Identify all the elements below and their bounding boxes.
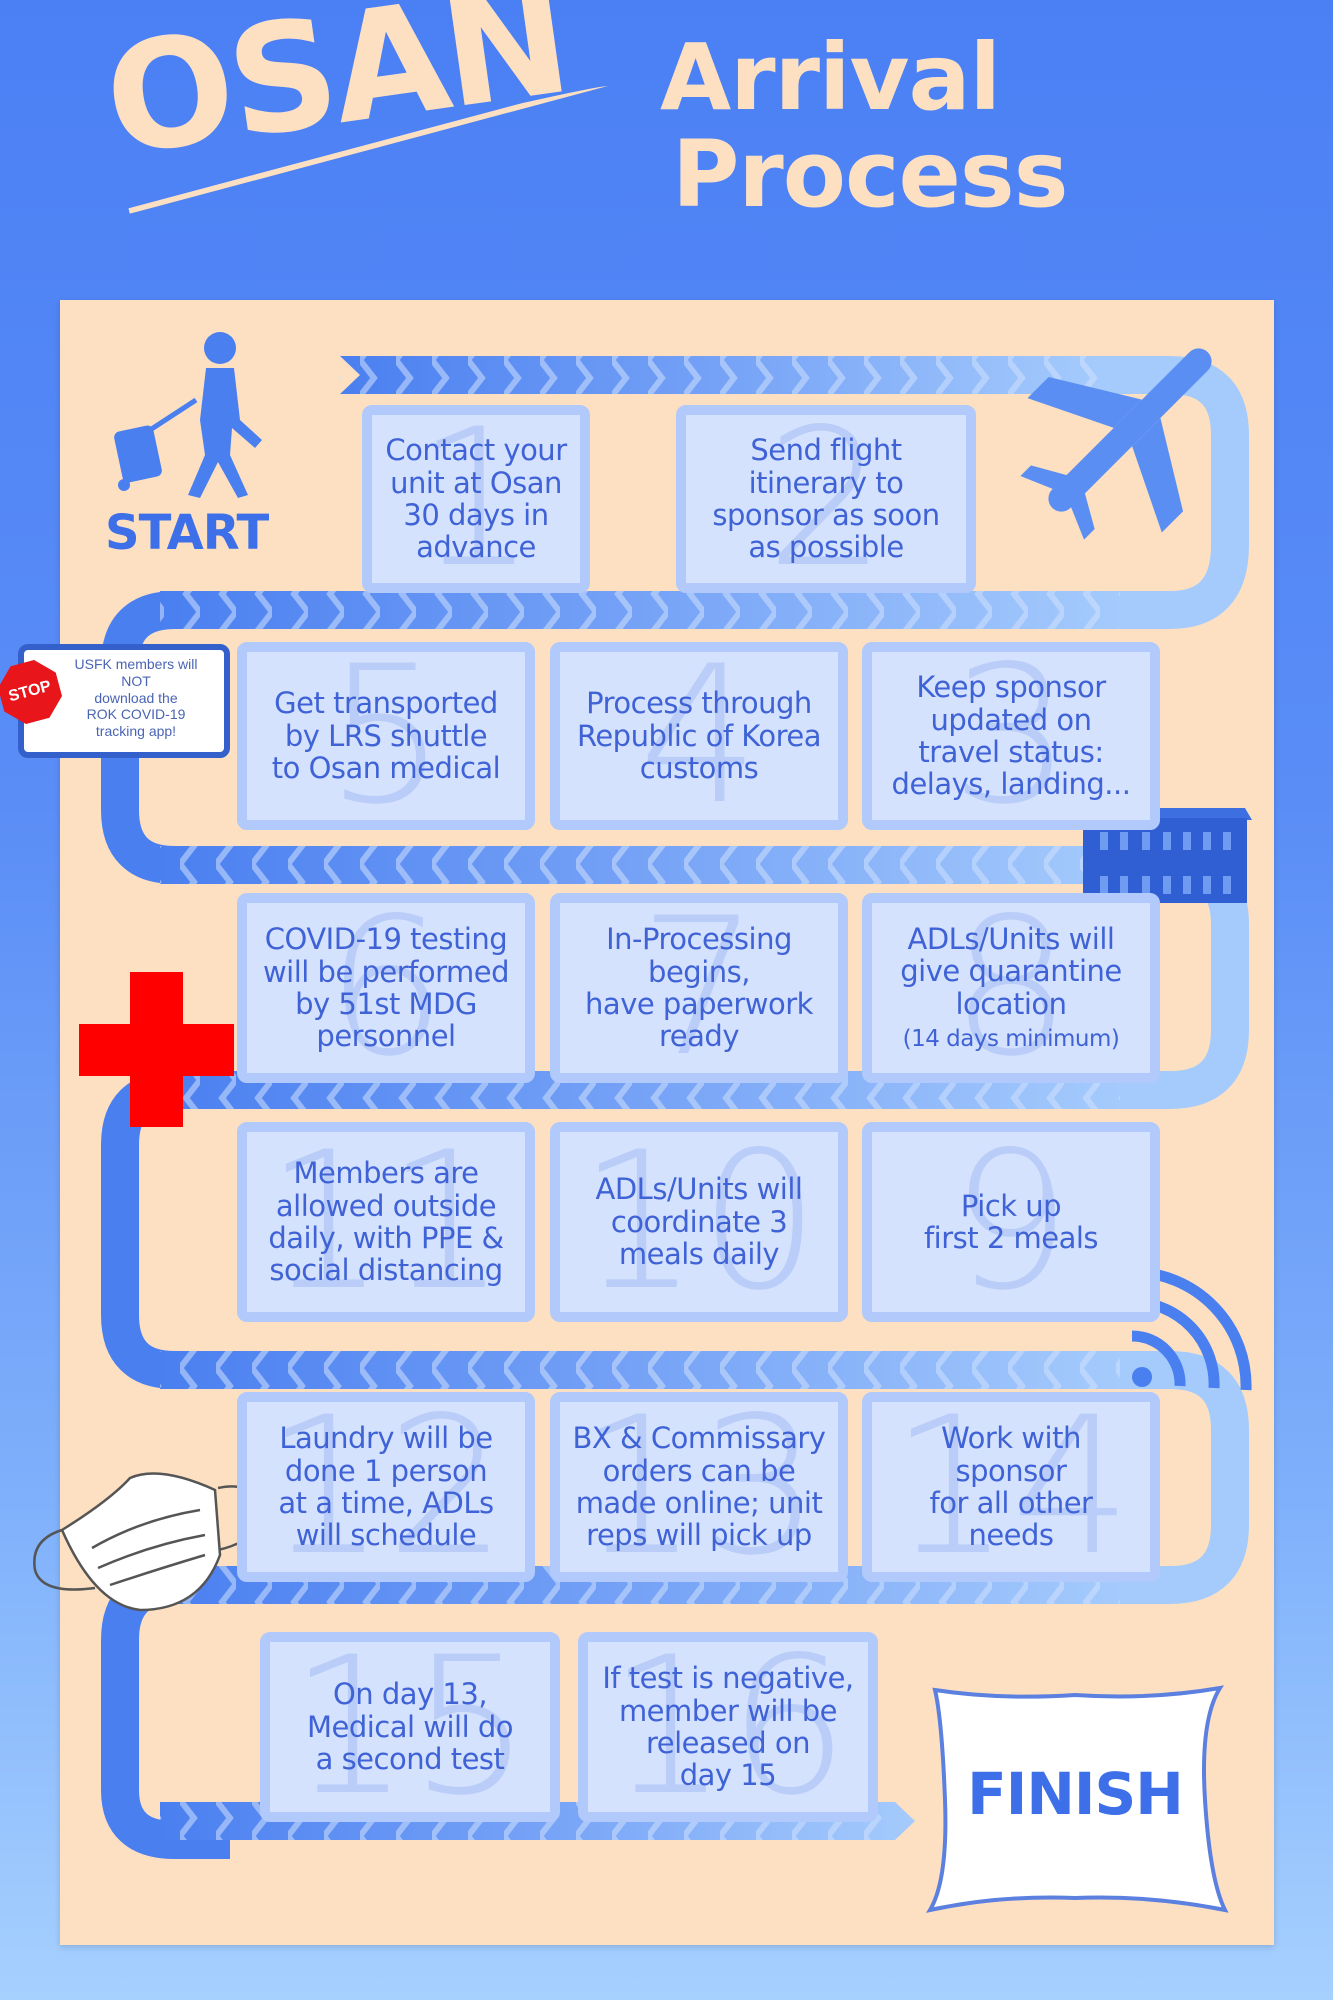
step-text: Send flight itinerary to sponsor as soon… — [712, 433, 940, 565]
step-text-main: ADLs/Units will give quarantine location — [900, 921, 1122, 1021]
step-number: 4 — [638, 642, 760, 830]
step-text: Keep sponsor updated on travel status: d… — [891, 670, 1131, 802]
title-line-2: Process — [672, 120, 1068, 228]
step-card-11: 11 Members are allowed outside daily, wi… — [237, 1122, 535, 1322]
step-number: 3 — [950, 642, 1072, 830]
step-card-10: 10 ADLs/Units will coordinate 3 meals da… — [550, 1122, 848, 1322]
step-card-2: 2 Send flight itinerary to sponsor as so… — [676, 405, 976, 593]
step-text: ADLs/Units will give quarantine location… — [900, 921, 1122, 1053]
step-number: 11 — [265, 1122, 507, 1322]
step-text: BX & Commissary orders can be made onlin… — [572, 1421, 826, 1553]
step-number: 13 — [578, 1392, 820, 1582]
step-text-note: (14 days minimum) — [902, 1026, 1120, 1053]
step-text: Contact your unit at Osan 30 days in adv… — [385, 433, 567, 565]
step-number: 9 — [950, 1122, 1072, 1322]
step-number: 12 — [265, 1392, 507, 1582]
step-number: 5 — [325, 642, 447, 830]
step-text: If test is negative, member will be rele… — [602, 1661, 854, 1793]
step-number: 7 — [638, 893, 760, 1083]
step-text: COVID-19 testing will be performed by 51… — [262, 922, 510, 1054]
stop-sign-text: STOP — [6, 677, 53, 706]
step-card-14: 14 Work with sponsor for all other needs — [862, 1392, 1160, 1582]
step-number: 10 — [578, 1122, 820, 1322]
step-text: Work with sponsor for all other needs — [929, 1421, 1093, 1553]
step-text: In-Processing begins, have paperwork rea… — [585, 922, 813, 1054]
step-number: 1 — [415, 405, 537, 593]
step-number: 16 — [607, 1632, 849, 1822]
step-text: Laundry will be done 1 person at a time,… — [278, 1421, 494, 1553]
osan-logo: OSAN — [95, 0, 577, 190]
page-title: Arrival Process — [660, 29, 1068, 228]
start-label: START — [105, 505, 269, 561]
step-text: Pick up first 2 meals — [923, 1188, 1099, 1255]
step-text: Process through Republic of Korea custom… — [576, 686, 822, 786]
step-text: On day 13, Medical will do a second test — [306, 1677, 514, 1777]
step-text: ADLs/Units will coordinate 3 meals daily — [595, 1172, 803, 1272]
step-card-5: 5 Get transported by LRS shuttle to Osan… — [237, 642, 535, 830]
step-card-7: 7 In-Processing begins, have paperwork r… — [550, 893, 848, 1083]
step-number: 2 — [765, 405, 887, 593]
step-card-16: 16 If test is negative, member will be r… — [578, 1632, 878, 1822]
step-card-13: 13 BX & Commissary orders can be made on… — [550, 1392, 848, 1582]
step-card-6: 6 COVID-19 testing will be performed by … — [237, 893, 535, 1083]
step-card-9: 9 Pick up first 2 meals — [862, 1122, 1160, 1322]
step-number: 14 — [890, 1392, 1132, 1582]
step-card-15: 15 On day 13, Medical will do a second t… — [260, 1632, 560, 1822]
step-number: 8 — [950, 893, 1072, 1083]
title-line-1: Arrival — [660, 24, 1001, 131]
finish-label: FINISH — [967, 1760, 1184, 1828]
step-text: Members are allowed outside daily, with … — [268, 1156, 504, 1288]
step-number: 15 — [289, 1632, 531, 1822]
step-card-8: 8 ADLs/Units will give quarantine locati… — [862, 893, 1160, 1083]
step-card-1: 1 Contact your unit at Osan 30 days in a… — [362, 405, 590, 593]
header: OSAN Arrival Process — [0, 0, 1333, 290]
step-number: 6 — [325, 893, 447, 1083]
step-card-4: 4 Process through Republic of Korea cust… — [550, 642, 848, 830]
step-card-3: 3 Keep sponsor updated on travel status:… — [862, 642, 1160, 830]
step-text: Get transported by LRS shuttle to Osan m… — [271, 686, 501, 786]
step-card-12: 12 Laundry will be done 1 person at a ti… — [237, 1392, 535, 1582]
